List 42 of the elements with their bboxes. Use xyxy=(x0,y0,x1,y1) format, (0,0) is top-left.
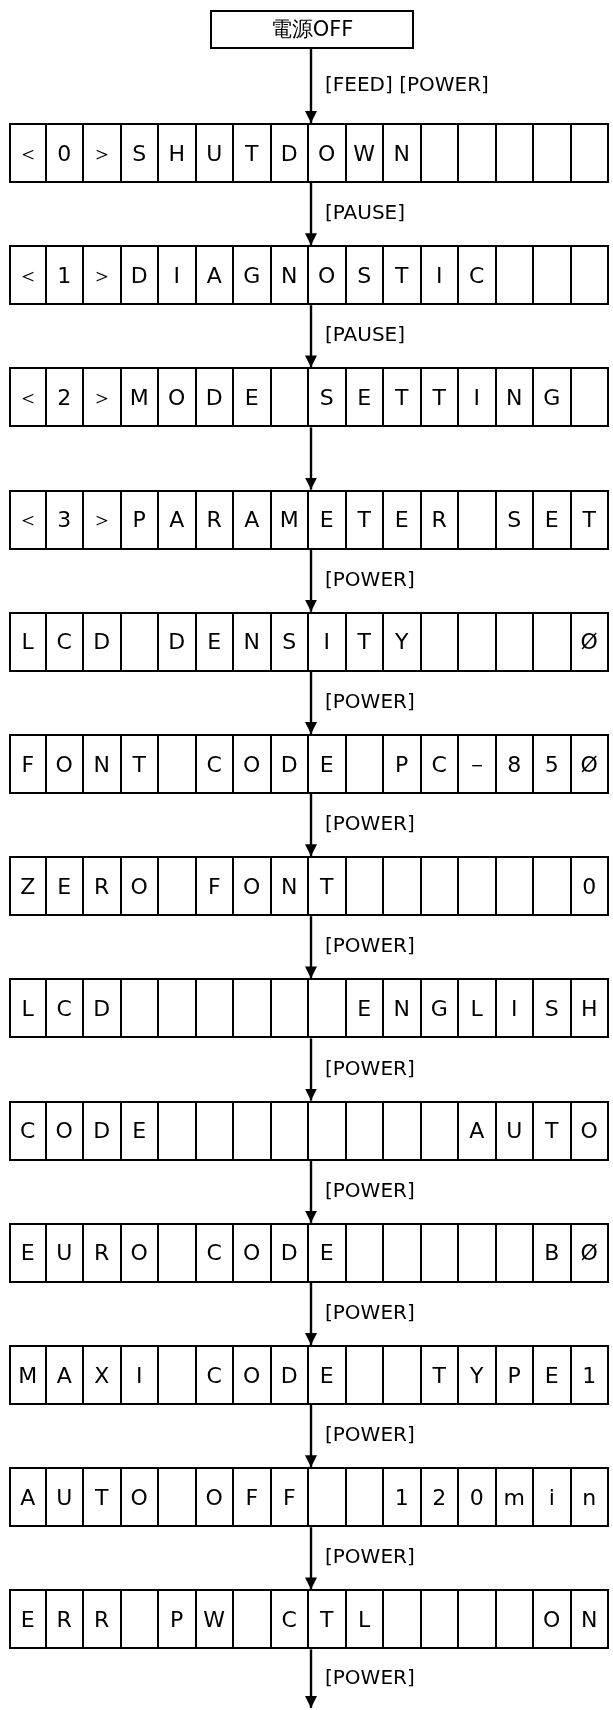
arrow xyxy=(305,1527,317,1590)
arrow xyxy=(305,794,317,857)
edge-label: [POWER] xyxy=(325,690,415,711)
edge-label: [POWER] xyxy=(325,935,415,956)
arrow xyxy=(305,49,317,123)
lcd-text: A U T O O F F 1 2 0 m i n xyxy=(11,1469,609,1526)
lcd-text: Z E R O F O N T 0 xyxy=(11,858,609,915)
edge-label: [POWER] xyxy=(325,1179,415,1200)
edge-label: [POWER] xyxy=(325,1301,415,1322)
edge-label: [PAUSE] xyxy=(325,202,406,223)
lcd-text: C O D E A U T O xyxy=(11,1102,609,1159)
arrow xyxy=(305,549,317,612)
edge-label: [POWER] xyxy=(325,813,415,834)
state-label: 電源OFF xyxy=(270,19,354,40)
edge-label: [POWER] xyxy=(325,568,415,589)
lcd-text: E R R P W C T L O N xyxy=(11,1591,609,1648)
arrow xyxy=(305,305,317,368)
edge-label: [POWER] xyxy=(325,1424,415,1445)
state-box xyxy=(210,10,414,49)
edge-label: [POWER] xyxy=(325,1546,415,1567)
arrow xyxy=(305,1282,317,1345)
lcd-text: M A X I C O D E T Y P E 1 xyxy=(11,1347,609,1403)
lcd-text: L C D D E N S I T Y Ø xyxy=(11,613,609,670)
edge-label: [POWER] xyxy=(325,1057,415,1078)
arrow xyxy=(305,183,317,246)
arrow xyxy=(305,1405,317,1468)
lcd-text: L C D E N G L I S H xyxy=(11,980,609,1037)
lcd-text: E U R O C O D E B Ø xyxy=(11,1224,609,1281)
arrow xyxy=(305,671,317,734)
arrow xyxy=(305,916,317,979)
lcd-text: F O N T C O D E P C － 8 5 Ø xyxy=(11,736,609,792)
edge-label: [FEED] [POWER] xyxy=(325,74,489,94)
edge-label: [PAUSE] xyxy=(325,324,406,345)
lcd-text: ＜ 2 ＞ M O D E S E T T I N G xyxy=(11,369,609,426)
lcd-text: ＜ 3 ＞ P A R A M E T E R S E T xyxy=(11,491,609,548)
arrow xyxy=(305,1038,317,1101)
edge-label: [POWER] xyxy=(325,1666,415,1687)
lcd-text: ＜ 0 ＞ S H U T D O W N xyxy=(11,125,609,181)
lcd-text: ＜ 1 ＞ D I A G N O S T I C xyxy=(11,247,609,304)
arrow xyxy=(305,1160,317,1223)
arrow xyxy=(305,1649,317,1708)
arrow xyxy=(305,427,317,490)
